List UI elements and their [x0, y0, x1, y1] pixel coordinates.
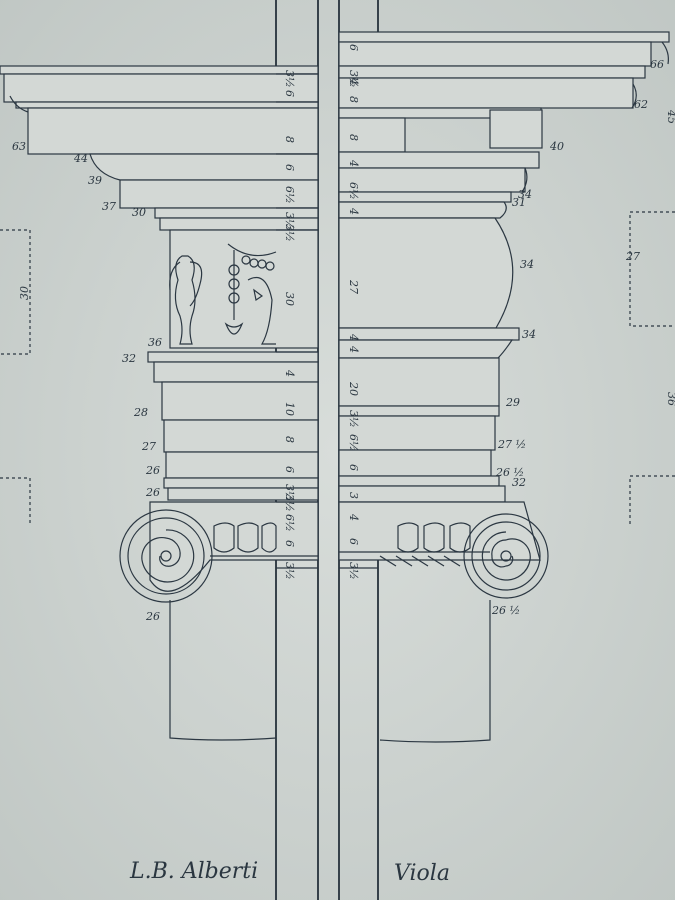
signature-alberti: L.B. Alberti: [129, 859, 258, 884]
center-right-measure-7: 4: [347, 207, 360, 215]
left-side-frame-lower: [0, 477, 31, 524]
side-label-30: 30: [18, 286, 31, 300]
label-66: 66: [650, 58, 664, 71]
right-dimension-labels: 66 62 40 34 31 34 34 29 27 ½ 26 ½ 32 26 …: [491, 58, 675, 617]
center-right-measure-16: 4: [347, 513, 360, 521]
right-volute: [463, 513, 549, 599]
center-right-measure-10: 4: [347, 345, 360, 353]
left-side-frame: [0, 229, 31, 355]
center-left-measure-10: 8: [283, 436, 296, 443]
side-label-36: 36: [665, 392, 675, 406]
right-side-frame-lower: [629, 475, 675, 524]
garland-ornament: [224, 243, 277, 345]
side-label-27: 27: [625, 250, 640, 263]
egg-and-dart-right: [339, 522, 490, 567]
label-39: 39: [88, 174, 102, 187]
label-29: 29: [505, 396, 520, 409]
label-63: 63: [12, 140, 26, 153]
side-label-45: 45: [665, 109, 675, 124]
center-right-measure-15: 3: [347, 492, 360, 499]
left-dimension-labels: 63 44 39 37 30 36 32 28 27 26 26 26 30: [12, 140, 162, 623]
label-26-half-b: 26 ½: [491, 604, 520, 617]
measurement-ties: [276, 73, 378, 569]
center-left-measure-7: 30: [283, 292, 296, 306]
center-right-measure-13: 6½: [347, 434, 360, 452]
center-left-measure-8: 4: [283, 369, 296, 377]
center-left-measure-0: 3½: [283, 70, 296, 88]
center-left-measure-14: 6½: [283, 514, 296, 532]
center-right-measure-3: 8: [347, 96, 360, 103]
center-left-measure-11: 6: [283, 466, 296, 473]
label-32-right: 32: [512, 476, 526, 489]
center-right-measure-9: 4: [347, 333, 360, 341]
alberti-capital: [0, 65, 319, 741]
egg-and-dart-left: [210, 522, 318, 557]
label-44: 44: [73, 152, 88, 165]
label-37: 37: [102, 200, 116, 213]
center-left-measure-2: 8: [283, 136, 296, 143]
right-side-frame: [629, 211, 675, 327]
center-right-measure-12: 3½: [347, 410, 360, 428]
label-34a: 34: [518, 188, 532, 201]
center-left-measure-1: 6: [283, 90, 296, 97]
center-right-measure-11: 20: [347, 381, 360, 396]
label-26a: 26: [145, 464, 160, 477]
label-26b: 26: [145, 486, 160, 499]
center-left-measure-13: 3½: [283, 494, 296, 512]
vase-ornament: [169, 255, 203, 345]
label-27: 27: [141, 440, 156, 453]
center-left-measure-6: 3½: [283, 224, 296, 242]
center-left-measure-4: 6½: [283, 186, 296, 204]
label-27-half: 27 ½: [497, 438, 526, 451]
center-right-measure-8: 27: [347, 279, 360, 294]
label-26-half: 26 ½: [495, 466, 524, 479]
center-right-measure-5: 4: [347, 159, 360, 167]
label-26c: 26: [145, 610, 160, 623]
center-left-measure-16: 3½: [283, 562, 296, 580]
center-left-measure-12: 3½: [283, 484, 296, 502]
center-left-measure-9: 10: [283, 402, 296, 416]
center-left-measure-5: 3½: [283, 212, 296, 230]
label-34c: 34: [522, 328, 536, 341]
center-left-measure-15: 6: [283, 540, 296, 547]
center-right-measure-14: 6: [347, 464, 360, 471]
label-40: 40: [549, 140, 564, 153]
label-32: 32: [122, 352, 136, 365]
label-30: 30: [132, 206, 146, 219]
label-62: 62: [634, 98, 648, 111]
label-36: 36: [148, 336, 162, 349]
viola-capital: [338, 31, 670, 743]
center-left-measure-3: 6: [283, 164, 296, 171]
label-31: 31: [512, 196, 526, 209]
center-right-measure-1: 3½: [347, 70, 360, 88]
label-28: 28: [133, 406, 148, 419]
center-right-measure-6: 6½: [347, 182, 360, 200]
label-34b: 34: [520, 258, 534, 271]
center-right-measure-0: 6: [347, 44, 360, 51]
center-right-measure-2: 4: [347, 77, 360, 85]
signature-viola: Viola: [394, 861, 450, 886]
center-right-measure-17: 6: [347, 538, 360, 545]
center-right-measure-18: 3½: [347, 562, 360, 580]
center-right-measure-4: 8: [347, 134, 360, 141]
